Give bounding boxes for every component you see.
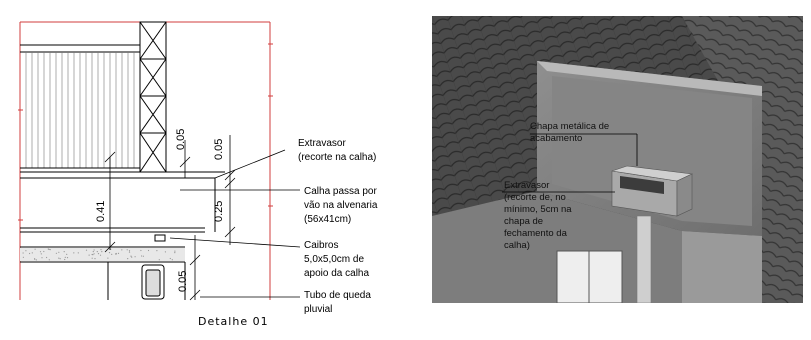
roof-render: Chapa metálica de acabamento Extravasor … [432,16,803,304]
label-extravasor-6: calha) [504,240,530,251]
roof-render-svg: Chapa metálica de acabamento Extravasor … [432,16,803,304]
note-calha-1: Calha passa por [304,186,377,197]
note-caibros-1: Caibros [304,240,338,251]
truss-column [139,21,167,173]
parapet-inner [552,76,752,226]
note-caibros-2: 5,0x5,0cm de [304,254,364,265]
note-caibros-3: apoio da calha [304,268,369,279]
dim-005-a: 0.05 [175,129,187,150]
dim-025: 0.25 [213,201,225,222]
label-chapa-1: Chapa metálica de [530,121,609,132]
dim-005-bottom: 0.05 [177,271,189,292]
detail-caption: Detalhe 01 [198,315,269,328]
note-extravasor-2: (recorte na calha) [298,152,376,163]
note-tubo-2: pluvial [304,304,332,315]
label-extravasor-1: Extravasor [504,180,549,191]
label-extravasor-2: (recorte de, no [504,192,566,203]
dimension-lines [104,135,236,301]
note-calha-3: (56x41cm) [304,214,351,225]
overflow-opening [620,176,664,194]
label-chapa-2: acabamento [530,133,582,144]
detail-drawing: 0.05 0.05 0.41 0.25 0.05 Extravasor (rec… [18,21,378,328]
parapet-top [537,61,762,96]
overflow-box-side [676,173,693,217]
dim-041: 0.41 [95,201,107,222]
render-leaders [502,133,638,193]
label-extravasor-5: fechamento da [504,228,568,239]
window [556,250,623,304]
label-extravasor-4: chapa de [504,216,543,227]
note-calha-2: vão na alvenaria [304,200,378,211]
masonry-fill [20,248,185,261]
gutter-section [20,171,225,263]
dim-005-b: 0.05 [213,139,225,160]
lower-wall-right [682,231,762,303]
note-tubo-1: Tubo de queda [304,290,371,301]
leader-lines [169,149,301,298]
label-extravasor-3: mínimo, 5cm na [504,204,572,215]
downpipe-block [107,262,186,300]
downpipe [636,215,652,304]
note-extravasor-1: Extravasor [298,138,346,149]
detail-drawing-svg: 0.05 0.05 0.41 0.25 0.05 Extravasor (rec… [18,21,378,328]
wall-siding [20,44,140,169]
masonry-texture [22,248,176,261]
red-marks [18,43,273,221]
